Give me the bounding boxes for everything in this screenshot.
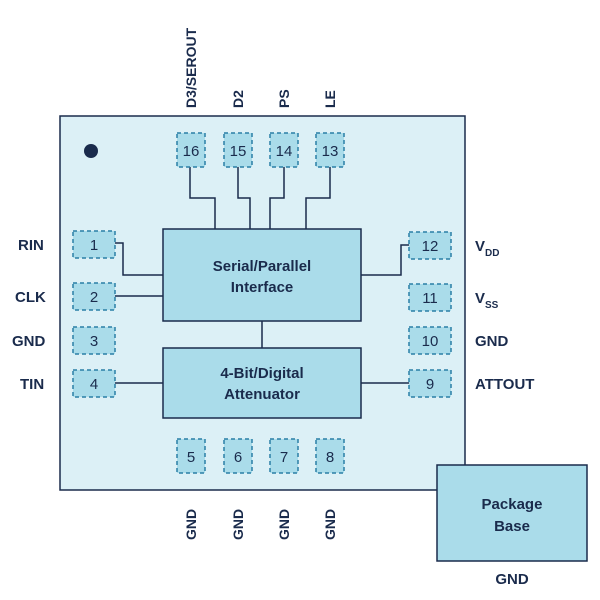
package-base-line2: Base — [494, 518, 530, 535]
pin-3-pad — [72, 326, 116, 355]
serial-parallel-interface-block — [162, 228, 362, 322]
serial-parallel-line1: Serial/Parallel — [213, 258, 311, 275]
pin-1-pad — [72, 230, 116, 259]
pin-15-label: D2 — [230, 90, 246, 108]
pin-11-label: VSS — [475, 290, 499, 311]
pin-12-label: VDD — [475, 238, 499, 259]
pin-10-pad — [408, 326, 452, 355]
pin-16-number: 16 — [183, 143, 200, 160]
attenuator-line2: Attenuator — [224, 386, 300, 403]
top-pins: 16 15 14 13 — [176, 132, 345, 168]
pin-15-pad — [223, 132, 253, 168]
pin-6-pad — [223, 438, 253, 474]
pin-13-label: LE — [322, 90, 338, 108]
pin-14-pad — [269, 132, 299, 168]
pin-1-label: RIN — [18, 237, 44, 254]
pin-8-label: GND — [322, 509, 338, 540]
pin-8-pad — [315, 438, 345, 474]
package-base-ground-label: GND — [495, 571, 529, 588]
pin1-marker-dot — [84, 144, 98, 158]
pin-6-number: 6 — [234, 449, 242, 466]
package-base-line1: Package — [482, 496, 543, 513]
attenuator-block — [162, 347, 362, 419]
pin-3-label: GND — [12, 333, 46, 350]
pin-10-number: 10 — [422, 333, 439, 350]
serial-parallel-line2: Interface — [231, 279, 294, 296]
right-pins: 12 11 10 9 — [408, 231, 452, 398]
pin-12-pad — [408, 231, 452, 260]
pin-14-number: 14 — [276, 143, 293, 160]
pin-13-number: 13 — [322, 143, 339, 160]
pin-16-label: D3/SEROUT — [183, 27, 199, 108]
package-base — [436, 464, 588, 562]
pin-5-pad — [176, 438, 206, 474]
pin-2-number: 2 — [90, 289, 98, 306]
pin-5-label: GND — [183, 509, 199, 540]
pin-12-number: 12 — [422, 238, 439, 255]
pin-16-pad — [176, 132, 206, 168]
pin-10-label: GND — [475, 333, 509, 350]
pin-7-number: 7 — [280, 449, 288, 466]
pin-1-number: 1 — [90, 237, 98, 254]
pin-4-pad — [72, 369, 116, 398]
pin-14-label: PS — [276, 89, 292, 108]
pin-13-pad — [315, 132, 345, 168]
pin-11-pad — [408, 283, 452, 312]
pin-4-label: TIN — [20, 376, 44, 393]
left-pins: 1 2 3 4 — [72, 230, 116, 398]
bottom-pins: 5 6 7 8 — [176, 438, 345, 474]
pin-7-label: GND — [276, 509, 292, 540]
pin-5-number: 5 — [187, 449, 195, 466]
attenuator-line1: 4-Bit/Digital — [220, 365, 303, 382]
pin-9-number: 9 — [426, 376, 434, 393]
pin-3-number: 3 — [90, 333, 98, 350]
wiring — [115, 167, 409, 384]
pin-9-label: ATTOUT — [475, 376, 534, 393]
pin-2-label: CLK — [15, 289, 46, 306]
pin-7-pad — [269, 438, 299, 474]
pin-4-number: 4 — [90, 376, 98, 393]
pin-9-pad — [408, 369, 452, 398]
pin-8-number: 8 — [326, 449, 334, 466]
pin-6-label: GND — [230, 509, 246, 540]
pin-15-number: 15 — [230, 143, 247, 160]
pin-2-pad — [72, 282, 116, 311]
pin-11-number: 11 — [422, 290, 438, 307]
